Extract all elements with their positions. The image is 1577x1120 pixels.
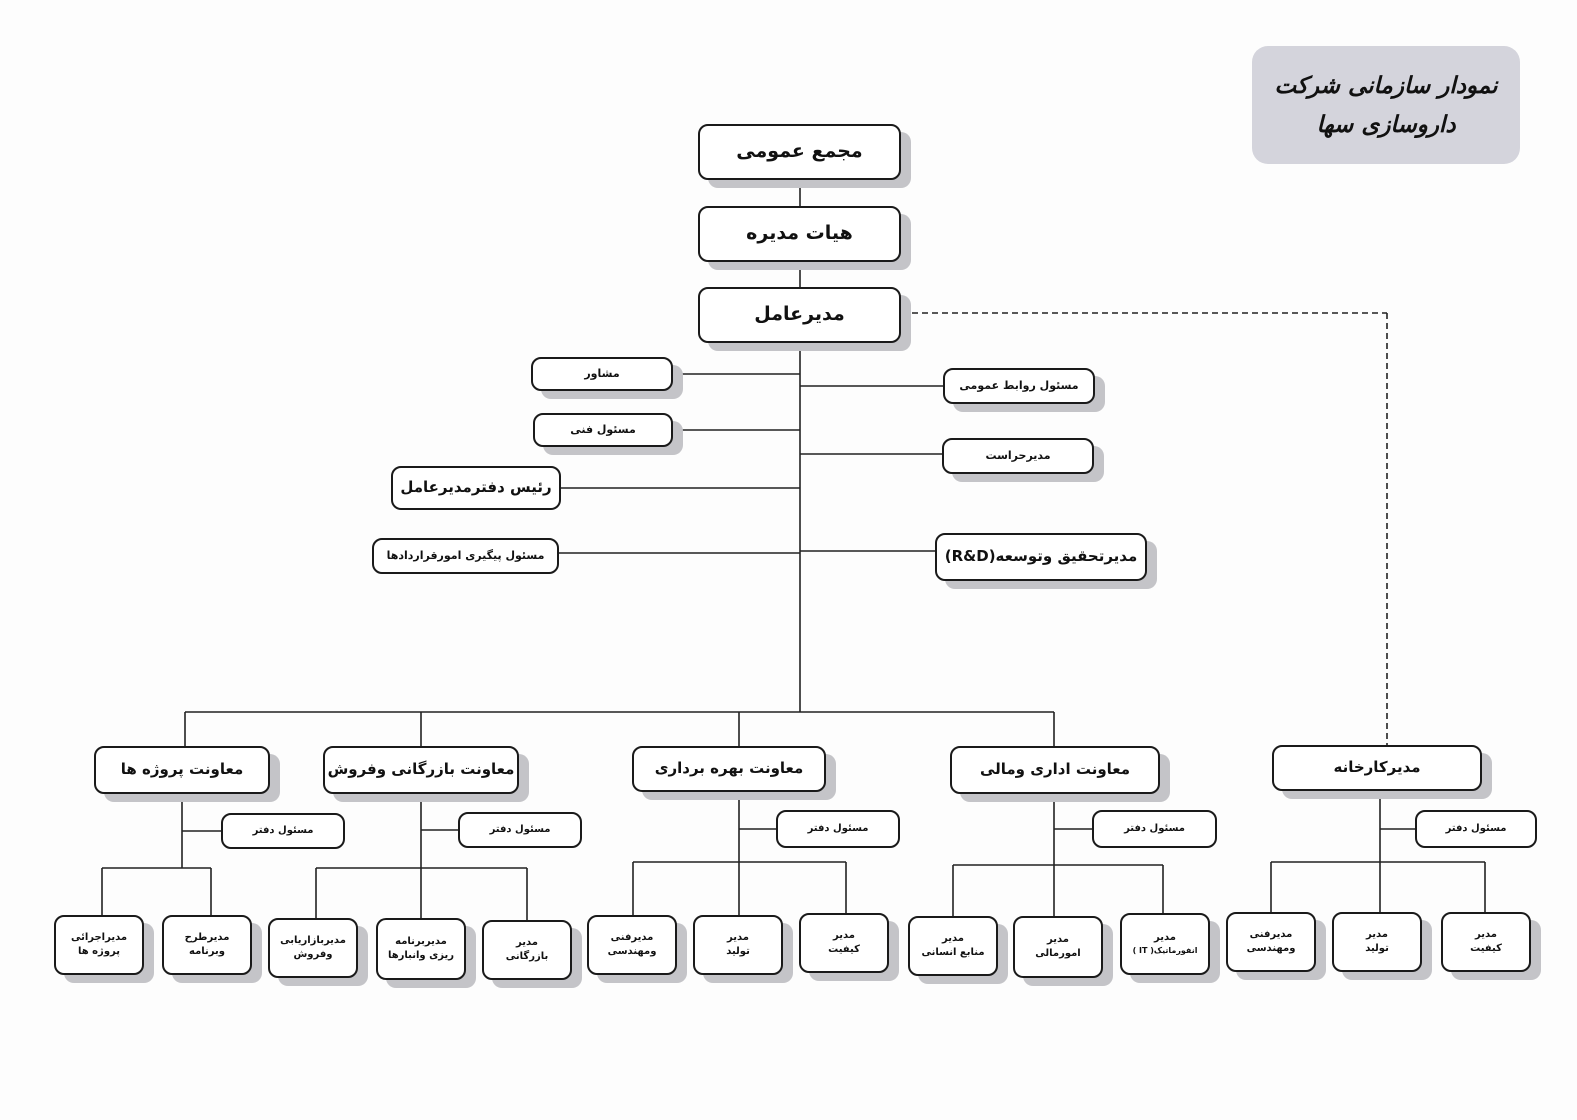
node-label-line2: منابع انسانی: [921, 947, 985, 958]
node-label-line1: مدیربازاریابی: [280, 934, 346, 946]
node-factory-manager: مدیرکارخانه: [1272, 745, 1482, 791]
node-public-relations: مسئول روابط عمومی: [943, 368, 1095, 404]
node-unit: مدیر منابع انسانی: [908, 916, 998, 976]
node-label-line2: وفروش: [293, 949, 333, 960]
node-label-line1: مدیربرنامه: [395, 935, 447, 947]
node-label: مسئول پیگیری امورقراردادها: [386, 549, 545, 563]
node-unit: مدیربازاریابی وفروش: [268, 918, 358, 978]
node-unit: مدیر کیفیت: [1441, 912, 1531, 972]
chart-title: نمودار سازمانی شرکت داروسازی سها: [1252, 46, 1520, 164]
node-unit: مدیر تولید: [1332, 912, 1422, 972]
node-ceo: مدیرعامل: [698, 287, 901, 343]
node-label-line2: امورمالی: [1035, 948, 1081, 959]
node-technical-officer: مسئول فنی: [533, 413, 673, 447]
chart-title-line2: داروسازی سها: [1316, 111, 1456, 138]
node-division-commerce-office: مسئول دفتر: [458, 812, 582, 848]
node-unit: مدیر بازرگانی: [482, 920, 572, 980]
node-label-line2: کیفیت: [1470, 943, 1502, 954]
node-label: معاونت پروژه ها: [120, 760, 244, 779]
node-label-line1: مدیر: [942, 932, 964, 944]
node-label-line2: پروژه ها: [77, 946, 121, 957]
node-label-line2: ومهندسی: [1246, 943, 1296, 954]
node-label-line1: مدیر: [833, 929, 855, 941]
node-security-manager: مدیرحراست: [942, 438, 1094, 474]
node-label-line2: تولید: [726, 946, 750, 957]
node-division-operations-office: مسئول دفتر: [776, 810, 900, 848]
node-label: مجمع عمومی: [736, 140, 863, 163]
node-board-of-directors: هیات مدیره: [698, 206, 901, 262]
node-label-line1: مدیر: [1475, 928, 1497, 940]
node-label: معاونت اداری ومالی: [979, 760, 1131, 779]
node-rnd-manager: مدیرتحقیق وتوسعه(R&D): [935, 533, 1147, 581]
node-label: معاونت بازرگانی وفروش: [327, 760, 515, 779]
node-unit: مدیرطرح وبرنامه: [162, 915, 252, 975]
node-division-admin-office: مسئول دفتر: [1092, 810, 1217, 848]
node-label-line1: مدیر: [727, 931, 749, 943]
node-factory-office: مسئول دفتر: [1415, 810, 1537, 848]
node-unit: مدیربرنامه ریزی وانبارها: [376, 918, 466, 980]
node-label: مدیرتحقیق وتوسعه(R&D): [944, 547, 1138, 566]
node-label-line2: وبرنامه: [189, 946, 225, 957]
node-label: مدیرعامل: [754, 303, 845, 326]
node-label-line1: مدیراجرائی: [70, 931, 128, 943]
node-label: مسئول دفتر: [807, 822, 869, 834]
node-unit: مدیر امورمالی: [1013, 916, 1103, 978]
node-label-line2: ریزی وانبارها: [387, 950, 455, 961]
node-label-line2: ومهندسی: [607, 946, 657, 957]
node-label: مسئول روابط عمومی: [959, 379, 1079, 393]
node-division-projects-office: مسئول دفتر: [221, 813, 345, 849]
node-ceo-office-head: رئیس دفترمدیرعامل: [391, 466, 561, 510]
node-label: معاونت بهره برداری: [654, 759, 804, 778]
node-label: مدیرحراست: [985, 449, 1051, 463]
node-division-commerce-sales: معاونت بازرگانی وفروش: [323, 746, 519, 794]
node-label-line1: مدیر: [1047, 933, 1069, 945]
node-label: مسئول فنی: [570, 423, 636, 437]
node-label-line1: مدیرطرح: [184, 931, 230, 943]
node-division-projects: معاونت پروژه ها: [94, 746, 270, 794]
node-label-line2: بازرگانی: [505, 951, 549, 962]
node-label: مسئول دفتر: [489, 823, 551, 835]
node-label-line2: کیفیت: [828, 944, 860, 955]
node-label: مشاور: [584, 367, 620, 381]
node-advisor: مشاور: [531, 357, 673, 391]
node-general-assembly: مجمع عمومی: [698, 124, 901, 180]
chart-title-line1: نمودار سازمانی شرکت: [1274, 71, 1498, 99]
node-division-operations: معاونت بهره برداری: [632, 746, 826, 792]
node-label: هیات مدیره: [746, 222, 853, 245]
node-label-line1: مدیر: [1366, 928, 1388, 940]
node-label-line2: انفورماتیک( IT ): [1132, 946, 1198, 956]
node-label-line1: مدیر: [516, 936, 538, 948]
node-contracts-followup: مسئول پیگیری امورقراردادها: [372, 538, 559, 574]
node-unit: مدیراجرائی پروژه ها: [54, 915, 144, 975]
node-label-line1: مدیرفنی: [610, 931, 654, 943]
node-unit: مدیرفنی ومهندسی: [587, 915, 677, 975]
node-label-line1: مدیر: [1154, 931, 1176, 943]
node-label: مسئول دفتر: [1124, 822, 1185, 834]
node-unit: مدیر انفورماتیک( IT ): [1120, 913, 1210, 975]
node-label: مسئول دفتر: [1445, 822, 1507, 834]
node-label-line2: تولید: [1365, 943, 1389, 954]
node-unit: مدیرفنی ومهندسی: [1226, 912, 1316, 972]
node-division-admin-finance: معاونت اداری ومالی: [950, 746, 1160, 794]
node-label-line1: مدیرفنی: [1249, 928, 1293, 940]
node-label: رئیس دفترمدیرعامل: [400, 478, 552, 497]
node-label: مدیرکارخانه: [1333, 758, 1421, 777]
node-label: مسئول دفتر: [252, 824, 314, 836]
node-unit: مدیر تولید: [693, 915, 783, 975]
node-unit: مدیر کیفیت: [799, 913, 889, 973]
